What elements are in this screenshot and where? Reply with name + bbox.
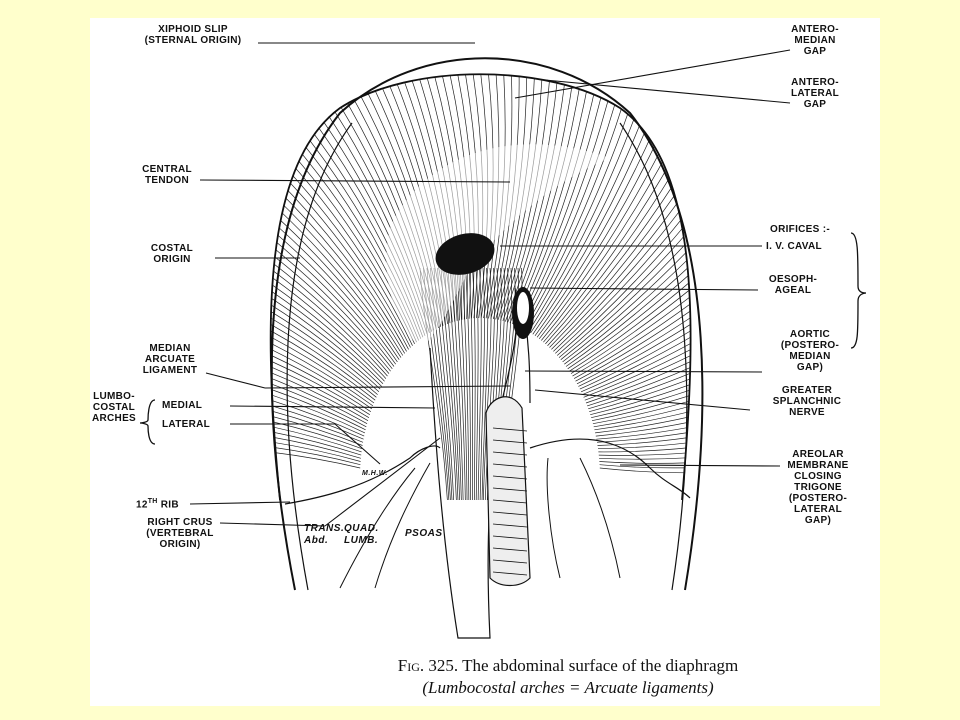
right-crus: [429, 287, 518, 639]
ivc-orifice: [435, 233, 495, 275]
label-antero-median-gap: ANTERO- MEDIAN GAP: [791, 24, 839, 57]
label-lumbocostal-arches: LUMBO- COSTAL ARCHES: [91, 391, 137, 424]
orifices-brace: [850, 232, 867, 349]
central-tendon: [386, 144, 610, 348]
label-costal-origin: COSTAL ORIGIN: [150, 243, 194, 265]
label-medial: MEDIAL: [162, 400, 203, 411]
label-median-arcuate-ligament: MEDIAN ARCUATE LIGAMENT: [142, 343, 198, 376]
lateral-arcuate-ligament: [284, 445, 441, 505]
caption-subtitle: (Lumbocostal arches = Arcuate ligaments): [422, 678, 714, 697]
label-aortic: AORTIC (POSTERO- MEDIAN GAP): [780, 329, 840, 373]
label-xiphoid-slip: XIPHOID SLIP (STERNAL ORIGIN): [144, 24, 242, 46]
label-lateral: LATERAL: [162, 419, 211, 430]
label-trans-abd: TRANS. Abd.: [304, 523, 345, 546]
artist-signature: M.H.W.: [362, 470, 388, 477]
leader-lines: [189, 42, 791, 527]
left-psoas-edge: [546, 457, 561, 579]
label-orifices: ORIFICES :-: [770, 224, 830, 235]
label-antero-lateral-gap: ANTERO- LATERAL GAP: [790, 77, 840, 110]
label-central-tendon: CENTRAL TENDON: [142, 164, 192, 186]
aorta: [485, 396, 531, 587]
dome-outline: [269, 73, 692, 501]
figure-plate: XIPHOID SLIP (STERNAL ORIGIN) ANTERO- ME…: [90, 18, 880, 706]
label-psoas: PSOAS: [405, 528, 443, 539]
diaphragm-illustration: [139, 42, 867, 639]
label-quad-lumb: QUAD. LUMB.: [344, 523, 379, 546]
label-oesophageal: OESOPH- AGEAL: [768, 274, 818, 296]
rib-cage-outline: [270, 57, 704, 591]
lumbocostal-brace: [139, 399, 156, 445]
label-right-crus: RIGHT CRUS (VERTEBRAL ORIGIN): [146, 517, 214, 550]
caption-title: Fig. 325. The abdominal surface of the d…: [397, 656, 739, 675]
label-areolar-membrane: AREOLAR MEMBRANE CLOSING TRIGONE (POSTER…: [787, 449, 849, 526]
figure-caption: Fig. 325. The abdominal surface of the d…: [358, 655, 778, 699]
left-arcuate-ligament: [529, 438, 691, 499]
label-12th-rib: 12th RIB: [136, 498, 179, 511]
label-iv-caval: I. V. CAVAL: [766, 241, 822, 252]
label-greater-splanchnic-nerve: GREATER SPLANCHNIC NERVE: [772, 385, 842, 418]
